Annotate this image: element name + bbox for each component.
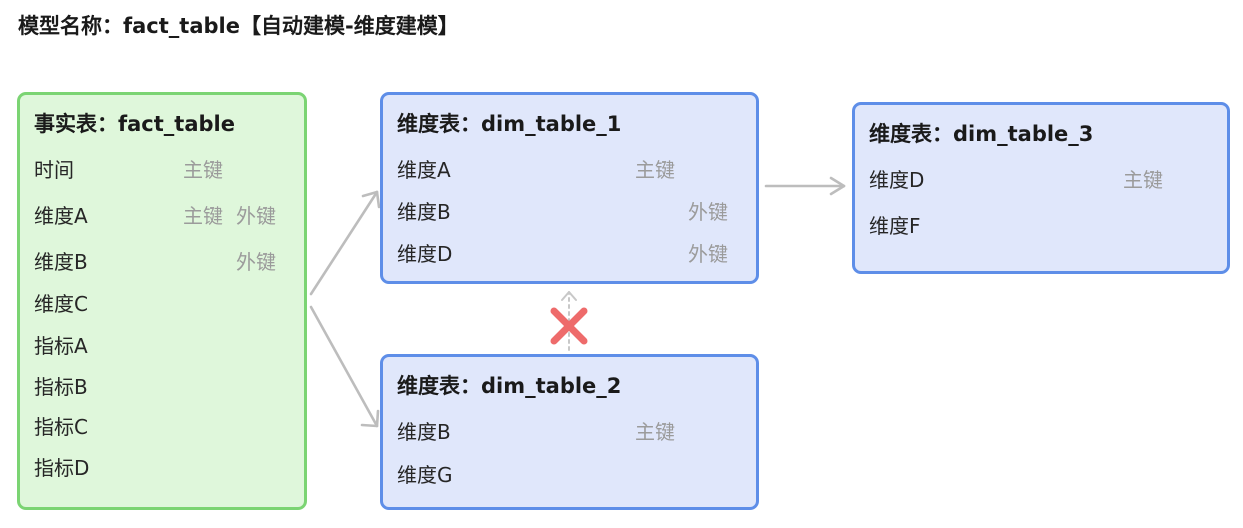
fact-field-row: 时间 xyxy=(34,158,74,182)
dim-field-row: 维度A xyxy=(397,158,451,182)
primary-key-label: 主键 xyxy=(183,204,223,228)
fact-field-row: 指标C xyxy=(34,415,88,439)
dim-field-row: 维度B xyxy=(397,200,451,224)
connector-fact-to-dim1 xyxy=(309,190,381,296)
dim-table-3-title: 维度表：dim_table_3 xyxy=(869,122,1094,146)
fact-field-row: 指标A xyxy=(34,334,88,358)
foreign-key-label: 外键 xyxy=(236,204,276,228)
fact-field-row: 维度C xyxy=(34,292,88,316)
primary-key-label: 主键 xyxy=(183,158,223,182)
dim-table-3-card[interactable]: 维度表：dim_table_3 维度D 主键 维度F xyxy=(852,102,1230,274)
primary-key-label: 主键 xyxy=(1123,168,1163,192)
rejected-connector-dim2-to-dim1 xyxy=(561,291,577,351)
dim-field-row: 维度G xyxy=(397,463,453,487)
dim-table-2-title: 维度表：dim_table_2 xyxy=(397,374,622,398)
cross-icon xyxy=(550,307,588,345)
connector-dim1-to-dim3 xyxy=(764,176,846,196)
fact-table-title: 事实表：fact_table xyxy=(34,112,235,136)
dim-field-row: 维度D xyxy=(869,168,925,192)
foreign-key-label: 外键 xyxy=(688,200,728,224)
dim-field-row: 维度F xyxy=(869,214,921,238)
dim-table-1-card[interactable]: 维度表：dim_table_1 维度A 主键 维度B 外键 维度D 外键 xyxy=(380,92,759,284)
dim-table-2-card[interactable]: 维度表：dim_table_2 维度B 主键 维度G xyxy=(380,354,759,510)
primary-key-label: 主键 xyxy=(635,158,675,182)
dim-field-row: 维度B xyxy=(397,420,451,444)
foreign-key-label: 外键 xyxy=(236,250,276,274)
fact-field-row: 维度A xyxy=(34,204,88,228)
fact-table-card[interactable]: 事实表：fact_table 时间 主键 维度A 主键 外键 维度B 外键 维度… xyxy=(17,92,307,510)
fact-field-row: 指标D xyxy=(34,456,90,480)
fact-field-row: 维度B xyxy=(34,250,88,274)
page-title: 模型名称：fact_table【自动建模-维度建模】 xyxy=(18,14,459,38)
foreign-key-label: 外键 xyxy=(688,242,728,266)
dim-table-1-title: 维度表：dim_table_1 xyxy=(397,112,622,136)
primary-key-label: 主键 xyxy=(635,420,675,444)
fact-field-row: 指标B xyxy=(34,375,88,399)
connector-fact-to-dim2 xyxy=(309,305,380,428)
dim-field-row: 维度D xyxy=(397,242,453,266)
